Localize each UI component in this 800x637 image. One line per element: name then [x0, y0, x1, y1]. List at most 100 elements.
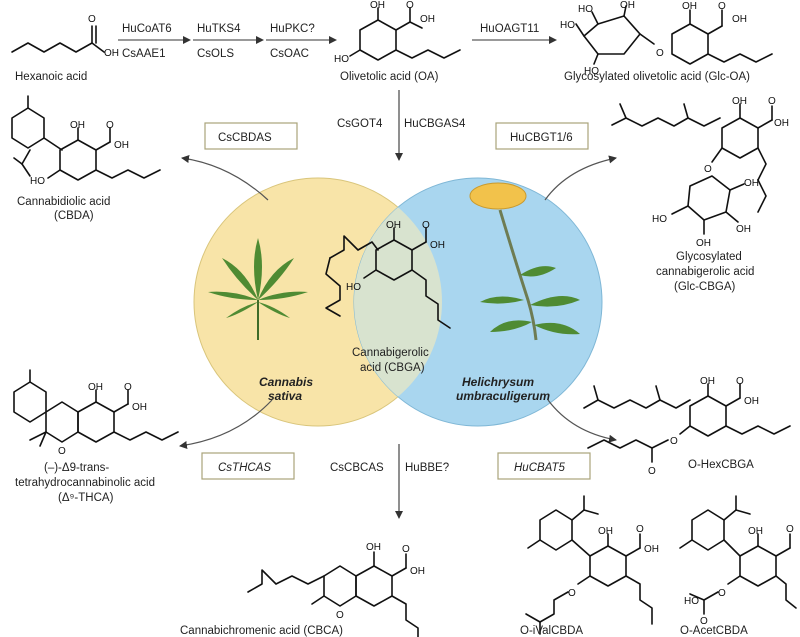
cannabis-leaf-illustration [208, 238, 308, 340]
enzyme-csaae1: CsAAE1 [122, 48, 165, 60]
glccbga-oh-5: OH [696, 238, 711, 249]
oivalcbda-oh-acid: OH [644, 544, 659, 555]
cbga-oh-1: OH [386, 220, 401, 231]
arrow-cbga-to-ohexcbga [547, 399, 617, 443]
cbga-structure [325, 227, 451, 329]
o-hexcbga-structure [583, 383, 791, 463]
oacetcbda-oh: OH [748, 526, 763, 537]
cbca-label: Cannabichromenic acid (CBCA) [180, 625, 343, 637]
glcoa-oh-2: OH [682, 1, 697, 12]
hexanoic-acid-label: Hexanoic acid [15, 71, 87, 83]
glc-cbga-label-3: (Glc-CBGA) [674, 281, 736, 293]
glc-oa-structure [575, 5, 773, 65]
cbca-oh-1: OH [366, 542, 381, 553]
cbda-label-2: (CBDA) [54, 210, 94, 222]
enzyme-hucbat5: HuCBAT5 [514, 462, 566, 474]
cbda-structure [11, 95, 161, 181]
cbda-o: O [106, 120, 114, 131]
olivetolic-acid-label: Olivetolic acid (OA) [340, 71, 439, 83]
glccbga-ho: HO [652, 214, 667, 225]
helichrysum-label-1: Helichrysum [462, 375, 534, 389]
ohexcbga-o-ester: O [670, 436, 678, 447]
glc-cbga-label-1: Glycosylated [676, 251, 742, 263]
hexanoic-o: O [88, 14, 96, 25]
enzyme-csols: CsOLS [197, 48, 234, 60]
oivalcbda-o-ester: O [568, 588, 576, 599]
enzyme-hucbgt16: HuCBGT1/6 [510, 132, 573, 144]
thca-label-1: (–)-Δ9-trans- [44, 462, 109, 474]
oacetcbda-ho: HO [684, 596, 699, 607]
cbda-oh-2: OH [114, 140, 129, 151]
oivalcbda-oh: OH [598, 526, 613, 537]
thca-o: O [124, 382, 132, 393]
helichrysum-plant-illustration [469, 182, 580, 341]
thca-o-ring: O [58, 446, 66, 457]
glcoa-ho-2: HO [578, 4, 593, 15]
ohexcbga-oh-2: OH [744, 396, 759, 407]
oacetcbda-o: O [786, 524, 794, 535]
o-ivalcbda-label: O-iValCBDA [520, 625, 583, 637]
oa-oh-acid: OH [420, 14, 435, 25]
cbga-label-2: acid (CBGA) [360, 362, 425, 374]
enzyme-huoagt11: HuOAGT11 [480, 23, 539, 35]
glc-cbga-label-2: cannabigerolic acid [656, 266, 754, 278]
cannabis-label-1: Cannabis [259, 375, 313, 389]
oa-oh-top: OH [370, 0, 385, 11]
glcoa-o: O [718, 1, 726, 12]
thca-oh-1: OH [88, 382, 103, 393]
enzyme-hupkc: HuPKC? [270, 23, 315, 35]
csthcas-box [201, 452, 295, 480]
enzyme-csgot4: CsGOT4 [337, 118, 383, 130]
glc-cbga-structure [611, 103, 773, 235]
cbga-label-1: Cannabigerolic [352, 347, 429, 359]
cbda-label-1: Cannabidiolic acid [17, 196, 110, 208]
oa-o: O [406, 0, 414, 11]
oivalcbda-o: O [636, 524, 644, 535]
cbca-structure [247, 551, 419, 637]
cbca-oh-2: OH [410, 566, 425, 577]
cbda-oh-1: OH [70, 120, 85, 131]
thca-label-2: tetrahydrocannabinolic acid [15, 477, 155, 489]
enzyme-csoac: CsOAC [270, 48, 309, 60]
olivetolic-acid-structure [349, 7, 461, 61]
o-ivalcbda-structure [525, 495, 653, 635]
helichrysum-label-2: umbraculigerum [456, 389, 550, 403]
glc-oa-label: Glycosylated olivetolic acid (Glc-OA) [564, 71, 750, 83]
ohexcbga-o-carbonyl: O [648, 466, 656, 477]
oacetcbda-o-ester: O [718, 588, 726, 599]
glccbga-oh-2: OH [774, 118, 789, 129]
glccbga-oh-3: OH [744, 178, 759, 189]
enzyme-cscbdas: CsCBDAS [218, 132, 272, 144]
arrow-cbga-to-thca [179, 399, 273, 449]
enzyme-csthcas: CsTHCAS [218, 462, 271, 474]
thca-label-3: (Δ⁹-THCA) [58, 492, 114, 504]
csbdas-box [204, 122, 298, 150]
o-hexcbga-label: O-HexCBGA [688, 459, 754, 471]
oacetcbda-o-carbonyl: O [700, 616, 708, 627]
hexanoic-acid-structure [11, 25, 105, 53]
enzyme-cscbcas: CsCBCAS [330, 462, 384, 474]
glccbga-oh-1: OH [732, 96, 747, 107]
arrow-cbga-to-glccbga [544, 155, 617, 201]
cbga-o: O [422, 220, 430, 231]
hexanoic-oh: OH [104, 48, 119, 59]
thca-oh-2: OH [132, 402, 147, 413]
ohexcbga-oh-1: OH [700, 376, 715, 387]
ohexcbga-o: O [736, 376, 744, 387]
overlap-region [354, 178, 442, 426]
hucbat5-box [497, 452, 591, 480]
enzyme-hubbe: HuBBE? [405, 462, 449, 474]
thca-structure [13, 369, 179, 447]
enzyme-hucbgas4: HuCBGAS4 [404, 118, 466, 130]
cbca-o-ring: O [336, 610, 344, 621]
glccbga-o: O [768, 96, 776, 107]
cannabis-label-2: sativa [268, 389, 302, 403]
cbga-ho: HO [346, 282, 361, 293]
cbda-ho: HO [30, 176, 45, 187]
cbga-oh-2: OH [430, 240, 445, 251]
glcoa-oh-3: OH [732, 14, 747, 25]
cbca-o: O [402, 544, 410, 555]
glccbga-o-link: O [704, 164, 712, 175]
arrow-cbga-to-cbda [181, 155, 269, 201]
